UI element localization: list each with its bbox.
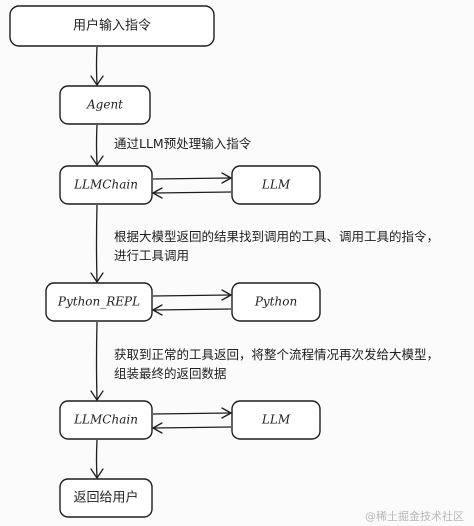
node-llmchain-2-label: LLMChain <box>73 413 138 427</box>
node-python-repl: Python_REPL <box>45 282 153 322</box>
node-llm-2: LLM <box>231 400 321 440</box>
arrow-python-repl-to-llmchain-2 <box>90 321 104 401</box>
node-llmchain-1-label: LLMChain <box>73 178 138 192</box>
arrow-llmchain-2-to-return <box>90 439 104 479</box>
arrow-agent-to-llmchain-1 <box>90 124 104 166</box>
arrow-input-to-agent <box>90 46 104 86</box>
node-llmchain-2: LLMChain <box>59 400 153 440</box>
arrow-llmchain-1-to-python-repl <box>90 204 104 283</box>
note-step-3-line-2: 组装最终的返回数据 <box>114 366 227 381</box>
node-user-input: 用户输入指令 <box>9 5 215 47</box>
node-llm-1: LLM <box>231 165 321 205</box>
watermark: @稀土掘金技术社区 <box>365 509 464 523</box>
note-step-2-line-1: 根据大模型返回的结果找到调用的工具、调用工具的指令， <box>114 229 439 244</box>
node-python-label: Python <box>254 295 297 309</box>
note-step-3-line-1: 获取到正常的工具返回，将整个流程情况再次发给大模型， <box>114 347 439 362</box>
node-llm-2-label: LLM <box>261 413 291 427</box>
node-python: Python <box>231 282 321 322</box>
node-return-user: 返回给用户 <box>59 478 153 518</box>
arrows-llmchain-2-llm-2 <box>152 407 232 434</box>
node-user-input-label: 用户输入指令 <box>73 18 151 34</box>
arrows-llmchain-1-llm-1 <box>152 172 232 199</box>
node-return-user-label: 返回给用户 <box>73 490 138 506</box>
node-agent: Agent <box>59 85 151 125</box>
note-step-2-line-2: 进行工具调用 <box>114 248 189 263</box>
note-step-1: 通过LLM预处理输入指令 <box>114 136 252 151</box>
node-llm-1-label: LLM <box>261 178 291 192</box>
arrows-python-repl-python <box>152 289 232 316</box>
node-agent-label: Agent <box>86 98 123 112</box>
node-python-repl-label: Python_REPL <box>57 295 140 309</box>
node-llmchain-1: LLMChain <box>59 165 153 205</box>
